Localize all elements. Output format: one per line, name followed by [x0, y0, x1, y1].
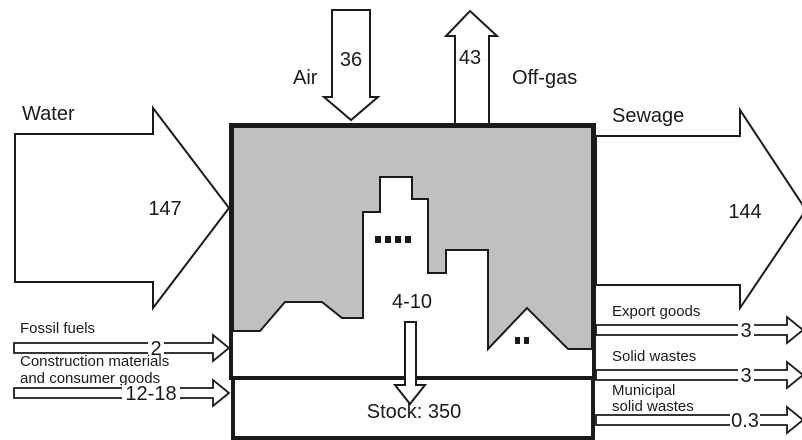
- construction-label-line1: Construction materials: [20, 353, 169, 370]
- offgas-label: Off-gas: [512, 67, 577, 89]
- accumulation-value: 4-10: [392, 291, 432, 313]
- offgas-arrow: [443, 9, 500, 125]
- accumulation-arrow: [392, 321, 428, 406]
- fossil-fuels-value: 2: [150, 338, 161, 360]
- construction-arrow: [13, 378, 231, 408]
- sewage-label: Sewage: [612, 105, 684, 127]
- city-skyline: [232, 126, 593, 352]
- municipal-wastes-arrow: [595, 405, 802, 435]
- construction-label-line2: and consumer goods: [20, 370, 160, 387]
- fossil-fuels-label: Fossil fuels: [20, 320, 95, 337]
- stock-label: Stock: 350: [367, 401, 462, 423]
- sewage-value: 144: [728, 201, 761, 223]
- municipal-wastes-label-line1: Municipal: [612, 382, 675, 399]
- water-arrow: [14, 105, 231, 311]
- solid-wastes-value: 3: [740, 365, 751, 387]
- municipal-wastes-label-line2: solid wastes: [612, 398, 694, 415]
- water-label: Water: [22, 103, 75, 125]
- solid-wastes-arrow: [595, 360, 802, 390]
- building-windows: [375, 236, 411, 243]
- fossil-fuels-arrow: [13, 333, 231, 363]
- municipal-wastes-value: 0.3: [731, 410, 759, 432]
- construction-value: 12-18: [125, 383, 176, 405]
- offgas-value: 43: [459, 47, 481, 69]
- export-goods-value: 3: [740, 320, 751, 342]
- construction-value-bg: [122, 385, 180, 401]
- water-value: 147: [148, 198, 181, 220]
- solid-wastes-value-bg: [738, 366, 754, 382]
- fossil-fuels-value-bg: [148, 340, 164, 356]
- solid-wastes-label: Solid wastes: [612, 348, 696, 365]
- air-label: Air: [293, 67, 318, 89]
- export-goods-value-bg: [738, 321, 754, 337]
- export-goods-arrow: [595, 315, 802, 345]
- air-arrow: [321, 9, 381, 122]
- air-value: 36: [340, 49, 362, 71]
- export-goods-label: Export goods: [612, 303, 700, 320]
- house-windows: [515, 337, 529, 344]
- sewage-arrow: [595, 106, 802, 312]
- municipal-wastes-value-bg: [730, 411, 760, 427]
